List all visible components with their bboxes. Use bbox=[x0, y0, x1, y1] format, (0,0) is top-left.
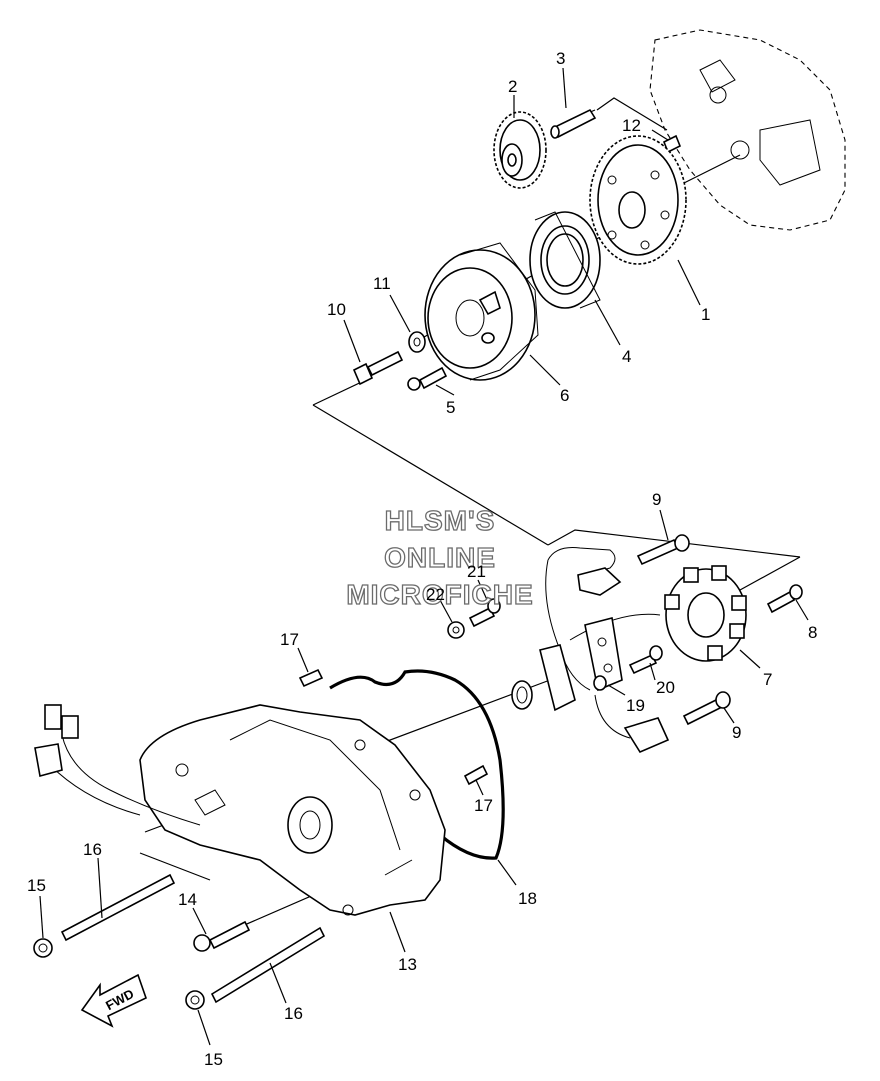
callout-15-lower: 15 bbox=[204, 1050, 223, 1069]
nut-part-15-lower bbox=[185, 990, 205, 1010]
forward-arrow: FWD bbox=[80, 973, 147, 1028]
bolt-part-14 bbox=[193, 920, 251, 952]
callout-9-upper: 9 bbox=[652, 490, 661, 509]
callout-2: 2 bbox=[508, 77, 517, 96]
callout-12: 12 bbox=[622, 116, 641, 135]
callout-15-upper: 15 bbox=[27, 876, 46, 895]
left-wire-harness bbox=[34, 704, 201, 826]
callout-6: 6 bbox=[560, 386, 569, 405]
rotor-bolt-part-10 bbox=[352, 350, 404, 386]
grommet bbox=[511, 644, 576, 712]
dowel-pin-part-17-upper bbox=[298, 668, 324, 688]
rotor-part-6 bbox=[424, 242, 539, 381]
callout-20: 20 bbox=[656, 678, 675, 697]
callout-3: 3 bbox=[556, 49, 565, 68]
callout-1: 1 bbox=[701, 305, 710, 324]
callout-11: 11 bbox=[373, 274, 391, 293]
callout-10: 10 bbox=[327, 300, 346, 319]
clutch-bolt-part-5 bbox=[407, 366, 448, 391]
callout-16-upper: 16 bbox=[83, 840, 102, 859]
crankcase-cover-part-13 bbox=[139, 704, 446, 916]
nut-part-15-upper bbox=[33, 938, 53, 958]
washer-part-22 bbox=[447, 621, 465, 639]
callout-19: 19 bbox=[626, 696, 645, 715]
callout-16-lower: 16 bbox=[284, 1004, 303, 1023]
bolt-part-21 bbox=[468, 598, 501, 628]
watermark-line-2: ONLINE bbox=[384, 542, 496, 573]
callout-4: 4 bbox=[622, 347, 631, 366]
leader-lines bbox=[39, 67, 809, 1046]
callout-5: 5 bbox=[446, 398, 455, 417]
watermark-line-1: HLSM'S bbox=[385, 505, 496, 536]
stator-bolt-part-9-upper bbox=[636, 534, 690, 566]
gasket-part-18 bbox=[329, 669, 505, 860]
callout-18: 18 bbox=[518, 889, 537, 908]
callout-9-lower: 9 bbox=[732, 723, 741, 742]
callout-17-upper: 17 bbox=[280, 630, 299, 649]
callout-21: 21 bbox=[467, 562, 486, 581]
pin-part-3 bbox=[550, 108, 597, 139]
callout-13: 13 bbox=[398, 955, 417, 974]
long-bolt-part-16-lower bbox=[210, 926, 326, 1004]
watermark-line-3: MICROFICHE bbox=[346, 579, 533, 610]
callout-17-lower: 17 bbox=[474, 796, 493, 815]
callout-7: 7 bbox=[763, 670, 772, 689]
stator-part-7 bbox=[664, 565, 747, 662]
watermark: HLSM'S ONLINE MICROFICHE bbox=[346, 504, 534, 610]
washer-part-11 bbox=[408, 331, 426, 353]
screw-part-20 bbox=[628, 645, 663, 675]
idler-gear-part-2 bbox=[493, 111, 547, 189]
pickup-coil-part-19 bbox=[584, 617, 623, 692]
starter-clutch-part-4 bbox=[529, 211, 601, 309]
callout-22: 22 bbox=[426, 585, 445, 604]
callout-numbers: 1 2 3 4 5 6 7 8 9 9 10 11 12 13 14 15 15… bbox=[27, 49, 817, 1069]
callout-8: 8 bbox=[808, 623, 817, 642]
screw-part-8 bbox=[766, 584, 803, 614]
long-bolt-part-16-upper bbox=[60, 873, 176, 942]
dowel-pin-part-17-lower bbox=[463, 764, 489, 786]
stator-bolt-part-9-lower bbox=[682, 691, 731, 726]
starter-gear-part-1 bbox=[589, 135, 687, 265]
callout-14: 14 bbox=[178, 890, 197, 909]
